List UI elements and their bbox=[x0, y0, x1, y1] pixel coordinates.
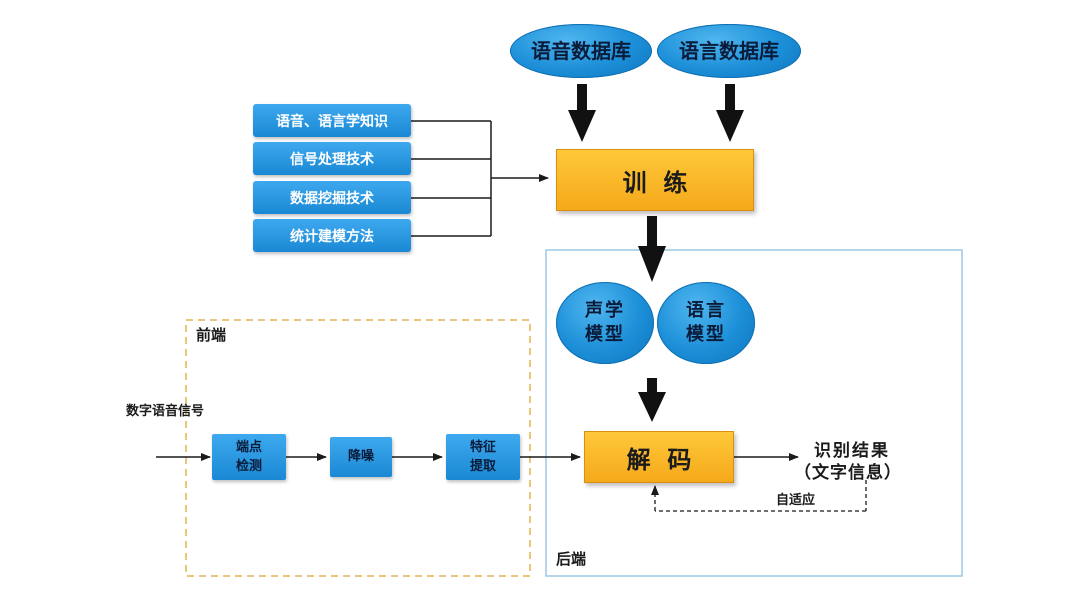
frontend-label: 前端 bbox=[196, 326, 227, 344]
endpoint-detection-step: 端点 检测 bbox=[212, 434, 286, 480]
feature-extraction-step: 特征 提取 bbox=[446, 434, 520, 480]
down-arrows bbox=[568, 84, 744, 422]
adaptive-label: 自适应 bbox=[776, 493, 816, 508]
arrow-speechdb-to-training bbox=[568, 84, 596, 142]
speech-database-node: 语音数据库 bbox=[510, 24, 652, 78]
knowledge-source-signal-processing: 信号处理技术 bbox=[253, 142, 411, 175]
speech-database-label: 语音数据库 bbox=[531, 38, 631, 63]
frontend-frame bbox=[185, 319, 531, 577]
knowledge-source-statistical-modeling: 统计建模方法 bbox=[253, 219, 411, 252]
backend-frame bbox=[545, 249, 963, 577]
knowledge-source-linguistics: 语音、语言学知识 bbox=[253, 104, 411, 137]
input-signal-label: 数字语音信号 bbox=[126, 404, 205, 419]
arrow-models-to-decoding bbox=[638, 378, 666, 422]
backend-label: 后端 bbox=[556, 550, 587, 568]
noise-reduction-step: 降噪 bbox=[330, 437, 392, 477]
arrow-training-to-models bbox=[638, 216, 666, 282]
knowledge-source-data-mining: 数据挖掘技术 bbox=[253, 181, 411, 214]
language-model-node: 语言 模型 bbox=[657, 282, 755, 364]
training-label: 训 练 bbox=[622, 168, 688, 197]
training-node: 训 练 bbox=[556, 149, 754, 211]
result-line1: 识别结果 bbox=[814, 441, 890, 461]
knowledge-connectors bbox=[411, 120, 549, 237]
language-database-label: 语言数据库 bbox=[679, 38, 779, 63]
arrow-languagedb-to-training bbox=[716, 84, 744, 142]
decoding-label: 解 码 bbox=[626, 445, 692, 474]
language-model-label: 语言 模型 bbox=[686, 299, 726, 345]
adaptive-loop bbox=[651, 480, 867, 512]
acoustic-model-node: 声学 模型 bbox=[556, 282, 654, 364]
acoustic-model-label: 声学 模型 bbox=[585, 299, 625, 345]
decoding-node: 解 码 bbox=[584, 431, 734, 483]
language-database-node: 语言数据库 bbox=[657, 24, 801, 78]
result-line2: （文字信息） bbox=[794, 463, 902, 483]
